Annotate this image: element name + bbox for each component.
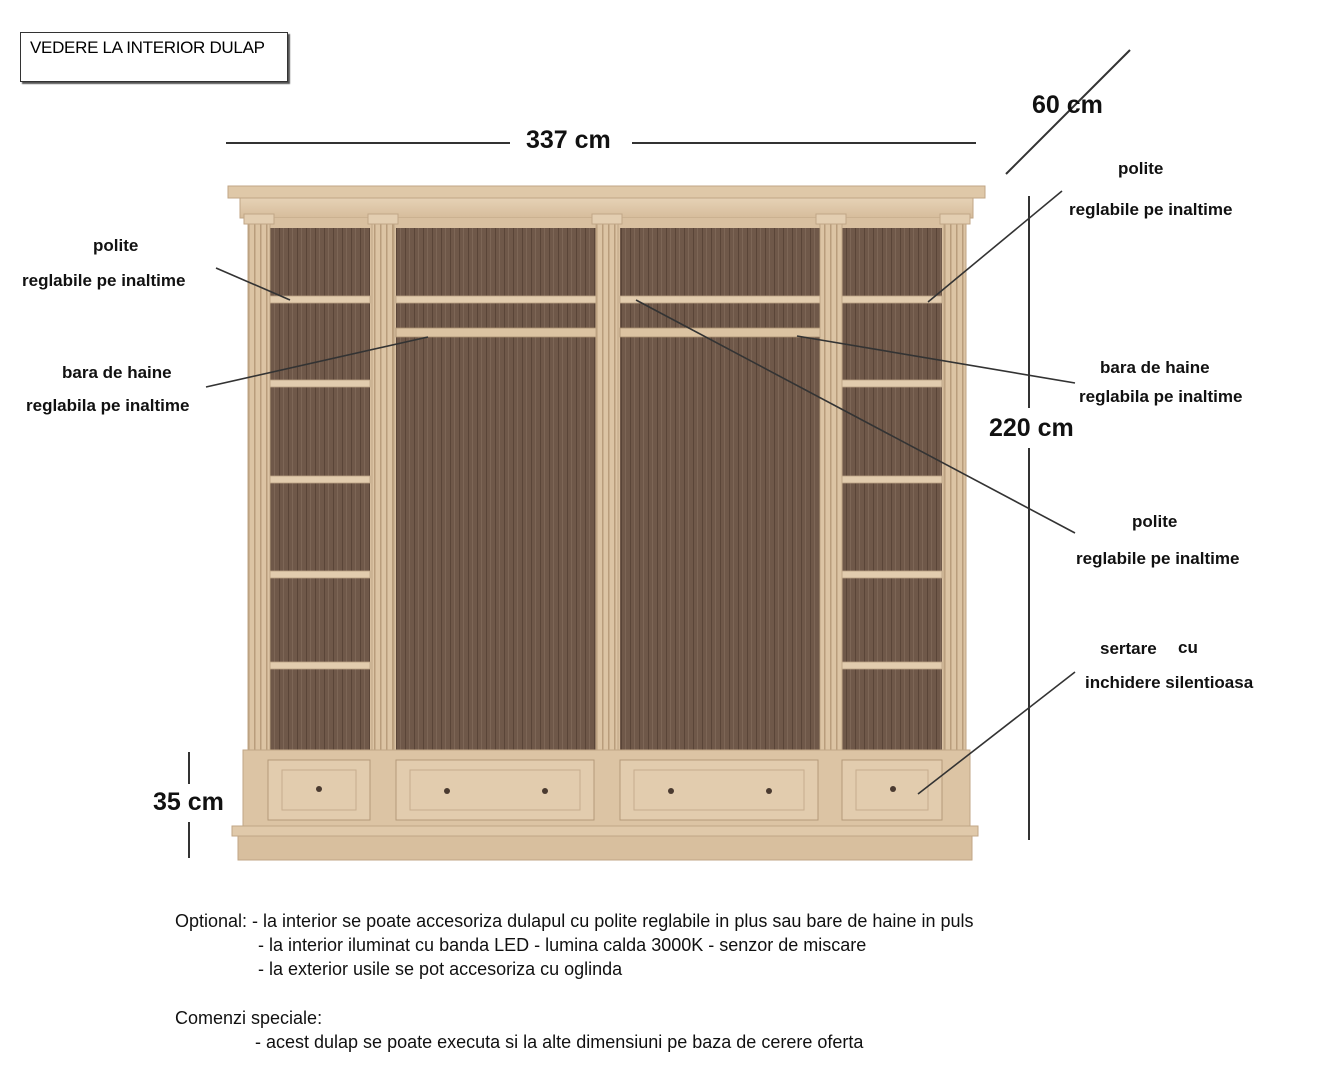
right-shelves-mid-label-1: polite (1132, 512, 1178, 531)
diagram-title: VEDERE LA INTERIOR DULAP (30, 38, 265, 57)
optional-note-1: Optional: - la interior se poate accesor… (175, 911, 974, 931)
drawers-label-1b: cu (1178, 638, 1198, 657)
drawers-label-1a: sertare (1100, 639, 1157, 658)
compartment-4 (842, 228, 942, 750)
left-rail-label-1: bara de haine (62, 363, 172, 382)
left-shelves-label-1: polite (93, 236, 139, 255)
depth-dimension: 60 cm (1032, 91, 1103, 119)
compartment-3 (620, 228, 820, 750)
right-shelves-top-label-2: reglabile pe inaltime (1069, 200, 1233, 219)
optional-note-2: - la interior iluminat cu banda LED - lu… (258, 935, 867, 955)
crown-top (227, 185, 986, 199)
plinth-top (231, 825, 979, 837)
width-dimension: 337 cm (526, 126, 611, 154)
left-rail-label-2: reglabila pe inaltime (26, 396, 190, 415)
pilasters (243, 213, 971, 831)
height-dimension: 220 cm (989, 414, 1074, 442)
right-shelves-mid-label-2: reglabile pe inaltime (1076, 549, 1240, 568)
right-shelves-top-label-1: polite (1118, 159, 1164, 178)
optional-note-3: - la exterior usile se pot accesoriza cu… (258, 959, 623, 979)
dimension-lines (188, 49, 1131, 858)
base-dimension: 35 cm (153, 788, 224, 816)
right-rail-label-2: reglabila pe inaltime (1079, 387, 1243, 406)
compartment-2 (396, 228, 596, 750)
drawer-knobs (316, 786, 896, 794)
plinth (237, 835, 973, 861)
title-box (20, 32, 288, 82)
special-orders-note: - acest dulap se poate executa si la alt… (255, 1032, 864, 1052)
drawers-label-2: inchidere silentioasa (1085, 673, 1254, 692)
drawer-panels (281, 769, 929, 811)
compartment-1 (270, 228, 370, 750)
special-orders-heading: Comenzi speciale: (175, 1008, 323, 1028)
leader-lines (205, 190, 1076, 795)
left-shelves-label-2: reglabile pe inaltime (22, 271, 186, 290)
right-rail-label-1: bara de haine (1100, 358, 1210, 377)
